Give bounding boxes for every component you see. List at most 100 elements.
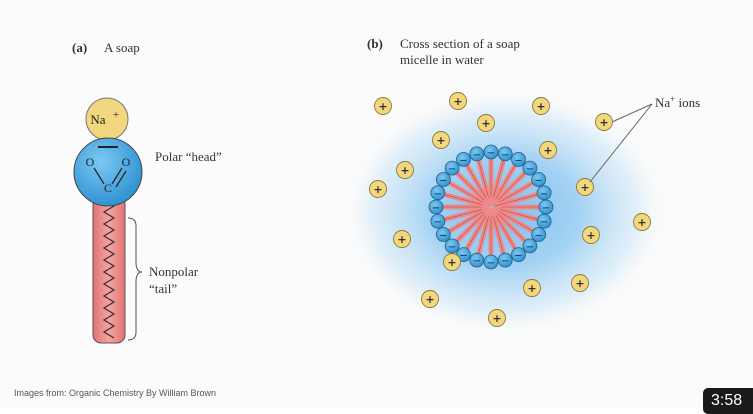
micelle-tail-outline [494,194,538,207]
micelle-head-circle [536,185,552,201]
sodium-ion-charge: + [586,229,595,242]
sodium-symbol: Na [90,112,105,127]
micelle-head-circle [497,146,513,162]
sodium-ion-charge: + [400,164,409,177]
sodium-ion-plus: + [432,131,450,149]
sodium-ion-plus: + [443,253,461,271]
tail-label-line1: Nonpolar [149,264,199,279]
polar-head [73,137,143,207]
sodium-ion-charge: + [599,116,608,129]
sodium-ion-plus: + [374,97,392,115]
tail-label-line2: “tail” [149,281,177,296]
micelle-head-charge: − [434,189,442,200]
micelle-head: − [522,160,538,176]
micelle-head-circle [511,247,526,263]
micelle-head: − [444,160,460,176]
micelle-head: − [531,227,547,242]
micelle-head-charge: − [459,155,467,166]
sodium-ion-plus: + [421,290,439,308]
micelle-head-charge: − [434,217,442,228]
micelle-head-charge: − [448,164,456,175]
micelle-head-charge: − [501,150,509,161]
sodium-ion-charge: + [453,95,462,108]
micelle-head: − [469,146,485,162]
micelle-tail-outline [492,210,516,249]
micelle-head: − [469,252,485,268]
sodium-ion-circle [539,141,557,159]
micelle-head-charge: − [501,256,509,267]
micelle-head-circle [531,227,547,242]
sodium-ion-circle [582,226,600,244]
micelle-head: − [497,146,513,162]
micelle-head-charge: − [526,242,534,253]
sodium-ion-plus: + [582,226,600,244]
panel-b-label: (b) [367,36,383,51]
micelle-tail-outline [494,182,533,206]
sodium-ion-plus: + [449,92,467,110]
micelle-head: − [456,151,471,167]
micelle-tail-outline [493,172,526,205]
panel-b-title-line1: Cross section of a soap [400,36,520,51]
micelle-head: − [522,238,538,254]
micelle-head: − [536,185,552,201]
sodium-ion-plus: + [396,161,414,179]
free-sodium-ions: ++++++++++++++++++ [369,92,651,327]
oxygen-left: O [86,155,95,169]
micelle-head-charge: − [439,176,447,187]
micelle-head-charge: − [540,217,548,228]
micelle-head-charge: − [540,189,548,200]
micelle-head-charge: − [487,148,495,159]
micelle-head-circle [435,227,451,242]
micelle-head-circle [430,185,446,201]
sodium-charge: + [113,109,119,121]
panel-a-label: (a) [72,40,87,55]
sodium-ion-circle [477,114,495,132]
sodium-ion-circle [576,178,594,196]
image-credit: Images from: Organic Chemistry By Willia… [14,388,217,398]
micelle-tail-outline [456,172,489,205]
bond-c-o-right-1 [111,167,123,185]
sodium-ion-charge: + [575,277,584,290]
micelle-tail-outline [491,160,504,204]
micelle-head: − [430,185,446,201]
micelle-head: − [483,254,499,270]
sodium-ion-circle [532,97,550,115]
sodium-ion-charge: + [447,256,456,269]
micelle-head-circle [522,160,538,176]
micelle-head-circle [483,254,499,270]
panel-b: (b) Cross section of a soap micelle in w… [340,36,700,337]
micelle-head-charge: − [448,242,456,253]
sodium-ion-charge: + [425,293,434,306]
micelle-tail-outline [494,207,538,220]
sodium-ion-circle [432,131,450,149]
sodium-ion-charge: + [373,183,382,196]
polar-head-label: Polar “head” [155,149,222,164]
micelle-tail-outline [449,208,488,232]
micelle-tail-outline [449,182,488,206]
micelle-head-circle [435,172,451,187]
micelle-head: − [531,172,547,187]
micelle-head-charge: − [439,231,447,242]
sodium-ion-plus: + [595,113,613,131]
sodium-ion-charge: + [492,312,501,325]
oxygen-right: O [122,155,131,169]
tail-brace [127,217,143,341]
micelle-head-circle [522,238,538,254]
micelle-tail-outline [444,194,488,207]
micelle-head-circle [430,213,446,229]
video-timestamp: 3:58 [703,388,753,414]
micelle-head-circle [444,238,460,254]
micelle-tail-outline [466,165,490,204]
micelle-head: − [511,247,526,263]
micelle-head-charge: − [459,251,467,262]
sodium-ion-plus: + [532,97,550,115]
micelle-head-charge: − [432,203,440,214]
micelle-head-circle [428,199,444,215]
micelle: −−−−−−−−−−−−−−−−−−−−−−−− [428,144,554,270]
micelle-head-charge: − [487,258,495,269]
sodium-ion-circle [421,290,439,308]
micelle-head: − [444,238,460,254]
ions-pointer-2 [589,103,653,183]
micelle-head-charge: − [534,176,542,187]
